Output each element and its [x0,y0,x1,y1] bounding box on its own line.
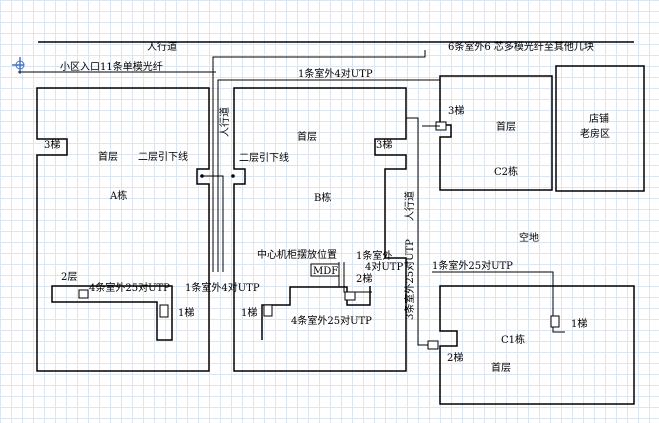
building-c1-road-label: 人行道 [403,191,416,221]
road-label: 人行道 [147,40,177,53]
fiber-6-cable [212,50,426,272]
building-b-road-label: 人行道 [218,107,231,137]
building-a-cable-trunk [51,285,173,341]
building-b-stair2-junction-icon [344,291,356,301]
building-a-stair1: 1梯 [178,306,194,319]
building-a-floor: 首层 [98,150,118,163]
mdf-cabinet [310,263,340,277]
building-b-stair1-junction-icon [263,304,273,317]
building-a-utp25-label: 4条室外25对UTP [89,281,170,294]
building-a-outline [36,87,210,372]
building-b-outline [233,87,407,372]
fiber11-label: 小区入口11条单模光纤 [60,60,163,73]
building-c1-utp25-vertical-label: 3条室外25对UTP [403,239,416,320]
utp4-top-label: 1条室外4对UTP [298,67,373,80]
building-c1-stair1: 1梯 [571,317,587,330]
building-a-stair2-junction-icon [78,289,89,299]
building-c1-utp25-label: 1条室外25对UTP [432,259,513,272]
shop-line2: 老房区 [580,127,610,140]
building-a-drop-label: 二层引下线 [138,150,188,163]
building-b-utp4-right-label-2: 4对UTP [365,260,403,273]
shop-line1: 店铺 [589,112,609,125]
building-c2-floor: 首层 [496,120,516,133]
building-c1-stair1-junction-icon [550,315,560,328]
building-b-utp25-label: 4条室外25对UTP [291,314,372,327]
b-drop-junction-dot [231,174,235,178]
building-a-name: A栋 [109,189,127,202]
building-b-stair3: 3梯 [376,138,392,151]
building-b-right-cable [343,262,372,293]
building-b-utp4-label: 1条室外4对UTP [185,281,260,294]
building-a-stair1-junction-icon [159,304,169,318]
building-b-floor: 首层 [297,130,317,143]
a-drop-junction-dot [200,174,204,178]
building-c1-floor: 首层 [491,361,511,374]
fiber6-label: 6条室外6 芯多模光纤至其他几块 [448,40,594,53]
building-b-drop-label: 二层引下线 [239,151,289,164]
building-b-stair2: 2梯 [356,272,372,285]
drop-link-cable [202,175,224,272]
building-c1-stair2-junction-icon [427,340,439,350]
mdf-label: MDF [313,266,338,277]
building-c1-outline [439,285,635,405]
building-c2-name: C2栋 [494,165,518,178]
building-b-name: B栋 [314,191,331,204]
building-b-utp4-right-label-1: 1条室外 [356,249,392,262]
shop-old-house-block [555,65,645,192]
building-c2-stair3: 3梯 [448,104,464,117]
center-cabinet-label: 中心机柜摆放位置 [257,248,337,261]
building-c1-top-cable [432,271,565,333]
building-a-floor2-label: 2层 [61,271,77,283]
slide-left-marker-icon [12,57,25,74]
building-b-stair1: 1梯 [241,306,257,319]
building-c1-stair2: 2梯 [447,351,463,364]
open-space-label: 空地 [519,231,539,244]
building-c1-name: C1栋 [501,333,525,346]
building-a-stair3: 3梯 [44,138,60,151]
